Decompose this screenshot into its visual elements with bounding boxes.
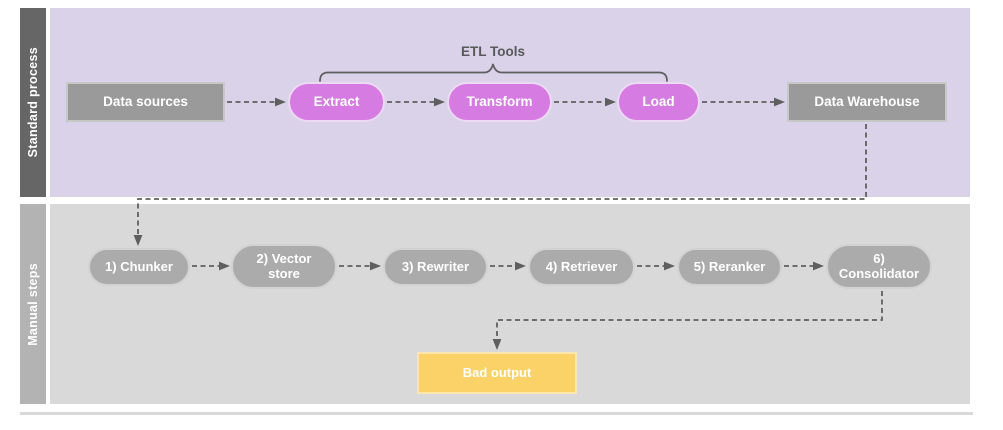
lane-label-manual-steps: Manual steps — [20, 204, 46, 404]
node-reranker: 5) Reranker — [677, 248, 782, 286]
node-transform: Transform — [447, 82, 552, 122]
node-data-sources: Data sources — [66, 82, 225, 122]
node-chunker: 1) Chunker — [88, 248, 190, 286]
bottom-separator-line — [20, 412, 973, 415]
node-load: Load — [617, 82, 700, 122]
node-consolidator: 6) Consolidator — [826, 244, 932, 289]
node-extract: Extract — [288, 82, 385, 122]
etl-tools-label: ETL Tools — [461, 44, 525, 59]
node-retriever: 4) Retriever — [528, 248, 635, 286]
lane-label-standard-process: Standard process — [20, 8, 46, 197]
node-bad-output: Bad output — [417, 352, 577, 394]
lane-label-standard-process-text: Standard process — [26, 47, 40, 158]
node-rewriter: 3) Rewriter — [383, 248, 488, 286]
lane-label-manual-steps-text: Manual steps — [26, 262, 40, 346]
node-data-warehouse: Data Warehouse — [787, 82, 947, 122]
node-vector-store: 2) Vector store — [231, 244, 337, 289]
